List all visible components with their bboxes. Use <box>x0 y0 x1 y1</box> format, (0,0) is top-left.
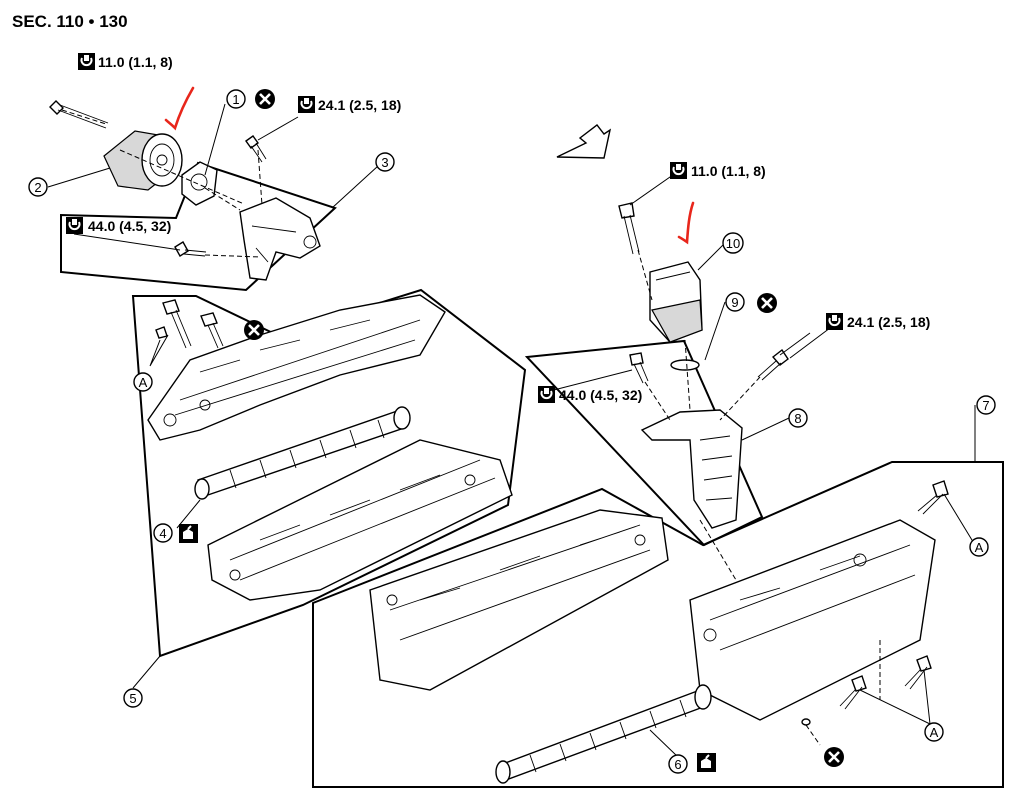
callout-4: 4 <box>153 523 173 543</box>
callout-8: 8 <box>788 408 808 428</box>
bolt-a-left-3 <box>155 326 168 339</box>
svg-text:2: 2 <box>34 180 41 195</box>
svg-text:1: 1 <box>232 92 239 107</box>
torque-spec-3: 44.0 (4.5, 32) <box>65 216 171 235</box>
apply-oil-icon <box>696 752 717 773</box>
bolt-11-right <box>618 202 640 255</box>
torque-spec-6: 44.0 (4.5, 32) <box>537 385 642 404</box>
svg-text:A: A <box>975 540 984 555</box>
left-camshaft-bracket <box>147 294 446 441</box>
left-cylinder-head <box>207 439 513 601</box>
bolt-a-right-2 <box>839 675 867 710</box>
do-not-reuse-icon <box>253 87 277 111</box>
callout-a-right-upper: A <box>969 537 989 557</box>
callout-7: 7 <box>976 395 996 415</box>
torque-wrench-icon <box>297 95 316 114</box>
front-direction-arrow-icon <box>556 124 612 159</box>
callout-2: 2 <box>28 177 48 197</box>
callout-6: 6 <box>668 754 688 774</box>
callout-a-right-lower: A <box>924 722 944 742</box>
callout-3: 3 <box>375 152 395 172</box>
svg-text:24.1 (2.5, 18): 24.1 (2.5, 18) <box>847 314 930 330</box>
do-not-reuse-icon <box>242 318 266 342</box>
part-3-oil-control-valve-bracket <box>239 197 321 281</box>
section-title: SEC. 110 • 130 <box>12 12 128 31</box>
svg-text:6: 6 <box>674 757 681 772</box>
svg-text:24.1 (2.5, 18): 24.1 (2.5, 18) <box>318 97 401 113</box>
callout-a-left: A <box>133 372 153 392</box>
torque-wrench-icon <box>65 216 84 235</box>
svg-text:10: 10 <box>726 236 740 251</box>
part-9-o-ring <box>670 359 700 371</box>
torque-wrench-icon <box>669 161 688 180</box>
bolt-44-left <box>174 241 207 257</box>
bolt-44-right <box>629 352 649 384</box>
right-camshaft-bracket <box>689 519 936 721</box>
panel-oil-control-valve-left <box>60 161 337 292</box>
callout-5: 5 <box>123 688 143 708</box>
torque-spec-1: 11.0 (1.1, 8) <box>77 52 173 71</box>
svg-text:44.0 (4.5, 32): 44.0 (4.5, 32) <box>88 218 171 234</box>
bolt-a-left-2 <box>200 312 224 349</box>
part-10-oil-control-valve <box>649 261 703 343</box>
svg-text:11.0 (1.1, 8): 11.0 (1.1, 8) <box>98 54 173 70</box>
bolt-a-right-3 <box>904 655 932 690</box>
svg-text:7: 7 <box>982 398 989 413</box>
o-ring-right <box>801 718 811 726</box>
callout-10: 10 <box>722 232 744 254</box>
svg-text:A: A <box>139 375 148 390</box>
panel-oil-control-valve-right <box>524 339 764 547</box>
apply-oil-icon <box>178 523 199 544</box>
bolt-a-left-1 <box>162 299 192 349</box>
torque-spec-5: 24.1 (2.5, 18) <box>825 312 930 331</box>
svg-text:44.0 (4.5, 32): 44.0 (4.5, 32) <box>559 387 642 403</box>
bolt-upper-left <box>49 100 109 129</box>
bolt-24-right <box>757 348 789 381</box>
right-cylinder-head-upper <box>369 509 669 691</box>
part-8-valve-bracket <box>640 409 743 529</box>
annotation-check-mark-left <box>164 86 195 131</box>
svg-text:8: 8 <box>794 411 801 426</box>
torque-wrench-icon <box>77 52 96 71</box>
svg-text:A: A <box>930 725 939 740</box>
callout-9: 9 <box>725 292 745 312</box>
callout-1: 1 <box>226 89 246 109</box>
svg-text:9: 9 <box>731 295 738 310</box>
do-not-reuse-icon <box>755 291 779 315</box>
torque-spec-2: 24.1 (2.5, 18) <box>297 95 401 114</box>
torque-wrench-icon <box>537 385 556 404</box>
svg-text:4: 4 <box>159 526 166 541</box>
part-6-camshaft-right <box>495 684 712 784</box>
bolt-24-left <box>245 135 267 163</box>
svg-text:11.0 (1.1, 8): 11.0 (1.1, 8) <box>691 163 766 179</box>
bolt-a-right-1 <box>917 480 949 515</box>
panel-right-cylinder-head <box>312 461 1004 788</box>
part-4-camshaft-left <box>194 406 411 500</box>
torque-spec-4: 11.0 (1.1, 8) <box>669 161 766 180</box>
do-not-reuse-icon <box>822 745 846 769</box>
panel-left-cylinder-head <box>131 288 527 658</box>
svg-text:3: 3 <box>381 155 388 170</box>
annotation-check-mark-right <box>677 201 695 245</box>
part-1-gasket <box>181 161 218 206</box>
torque-wrench-icon <box>825 312 844 331</box>
svg-text:5: 5 <box>129 691 136 706</box>
